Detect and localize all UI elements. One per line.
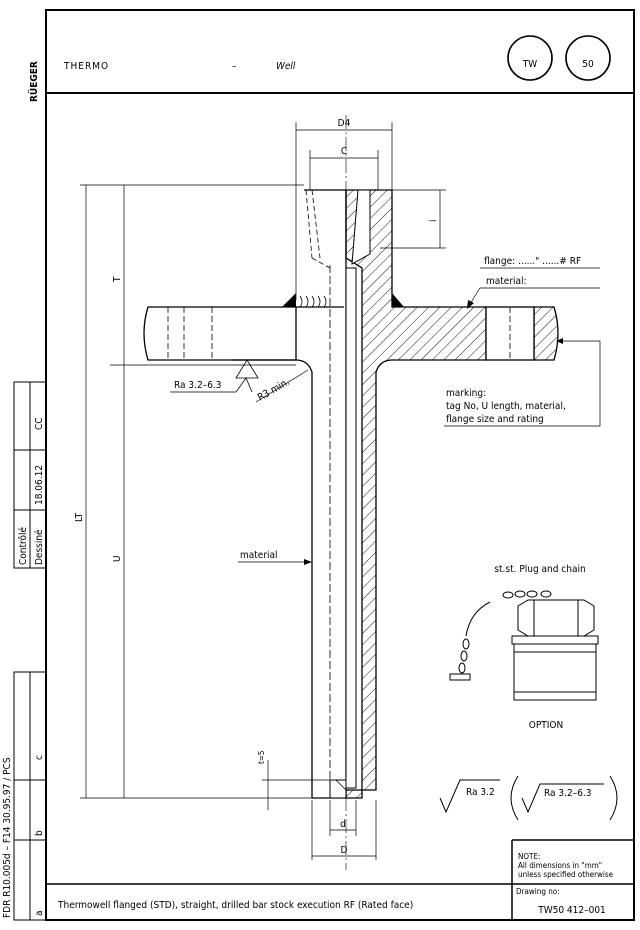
dim-i: i xyxy=(428,220,439,223)
drawn-label: Dessiné xyxy=(33,529,45,565)
option-label: OPTION xyxy=(529,720,563,731)
checked-label: Contrôlé xyxy=(17,527,29,565)
ra-flange: Ra 3.2–6.3 xyxy=(174,380,222,391)
revision-block xyxy=(13,381,47,921)
marking-title: marking: xyxy=(446,388,486,399)
dim-thickness: t=5 xyxy=(257,751,266,764)
title-dash: – xyxy=(232,61,237,72)
dimension-lines xyxy=(80,115,446,870)
title-well: Well xyxy=(276,61,296,72)
marking-line1: tag No, U length, material, xyxy=(446,401,566,412)
stem-material-callout: material xyxy=(240,550,278,561)
dim-lt: LT xyxy=(74,512,85,522)
rev-a: a xyxy=(34,910,45,916)
dim-t: T xyxy=(112,276,123,283)
plug-and-chain-icon xyxy=(449,590,599,701)
drawing-description: Thermowell flanged (STD), straight, dril… xyxy=(57,900,413,911)
rev-c: c xyxy=(34,755,45,760)
surface-symbol-alt xyxy=(521,783,604,814)
rev-b: b xyxy=(34,830,45,836)
surface-symbol-main xyxy=(439,779,500,814)
dim-u: U xyxy=(112,555,123,562)
note-line2: unless specified otherwise xyxy=(518,870,614,879)
dim-d-small: d xyxy=(340,819,346,830)
r3-min: R3 min. xyxy=(256,377,292,404)
dim-d-large: D xyxy=(341,845,348,856)
dim-d4: D4 xyxy=(338,118,351,129)
thermowell-right-half xyxy=(329,189,559,799)
weld-left xyxy=(282,293,296,307)
dim-c: C xyxy=(341,146,347,157)
badge-circle-2 xyxy=(565,35,611,81)
drawing-no-label: Drawing no: xyxy=(516,887,560,896)
badge-50: 50 xyxy=(582,59,594,70)
note-line1: All dimensions in "mm" xyxy=(518,861,602,870)
date-value: 18.06.12 xyxy=(34,465,45,505)
marking-line2: flange size and rating xyxy=(446,414,544,425)
option-title: st.st. Plug and chain xyxy=(494,564,585,575)
title-thermo: THERMO xyxy=(63,61,109,72)
brand-logo: RÜEGER xyxy=(26,61,40,102)
thermowell-left-half xyxy=(143,189,347,799)
drawing-number: TW50 412–001 xyxy=(537,905,606,916)
note-title: NOTE: xyxy=(518,852,540,861)
form-ref: FDR R10.005d – F14 30.95.97 / PCS xyxy=(2,757,13,918)
badge-circle-1 xyxy=(507,35,553,81)
ra-alt: Ra 3.2–6.3 xyxy=(544,788,592,799)
flange-callout: flange: ......" ......# RF xyxy=(484,256,581,267)
initials-value: CC xyxy=(34,417,45,430)
weld-right xyxy=(392,293,404,307)
badge-tw: TW xyxy=(522,59,537,70)
ra-main: Ra 3.2 xyxy=(466,787,495,798)
flange-material-callout: material: xyxy=(486,276,527,287)
